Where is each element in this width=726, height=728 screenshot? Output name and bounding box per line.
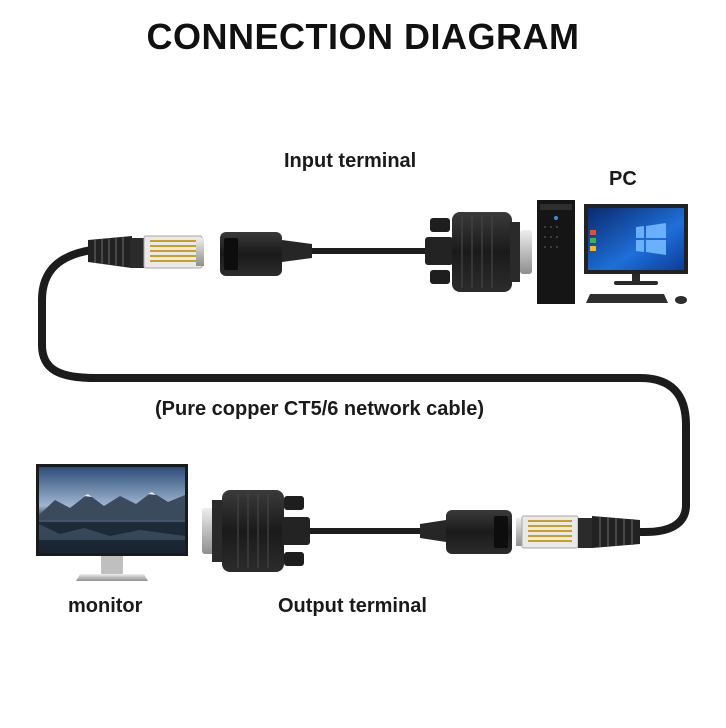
pc-tower-icon [537,200,575,304]
monitor-icon [36,464,188,581]
vga-connector-icon [202,490,310,572]
vga-connector-icon [425,212,532,292]
cable-label: (Pure copper CT5/6 network cable) [155,398,484,420]
keyboard-icon [586,294,668,303]
mouse-icon [675,296,687,304]
network-cable [38,246,690,536]
output-terminal-label: Output terminal [278,595,427,617]
desktop-monitor-icon [584,204,688,285]
input-terminal-label: Input terminal [284,150,417,172]
monitor-label: monitor [68,595,143,617]
diagram-title: CONNECTION DIAGRAM [146,16,580,57]
rj45-socket-icon [220,232,312,276]
pc-label: PC [609,168,637,190]
rj45-socket-icon [420,510,512,554]
rj45-plug-icon [516,515,640,549]
rj45-plug-icon [88,235,204,269]
